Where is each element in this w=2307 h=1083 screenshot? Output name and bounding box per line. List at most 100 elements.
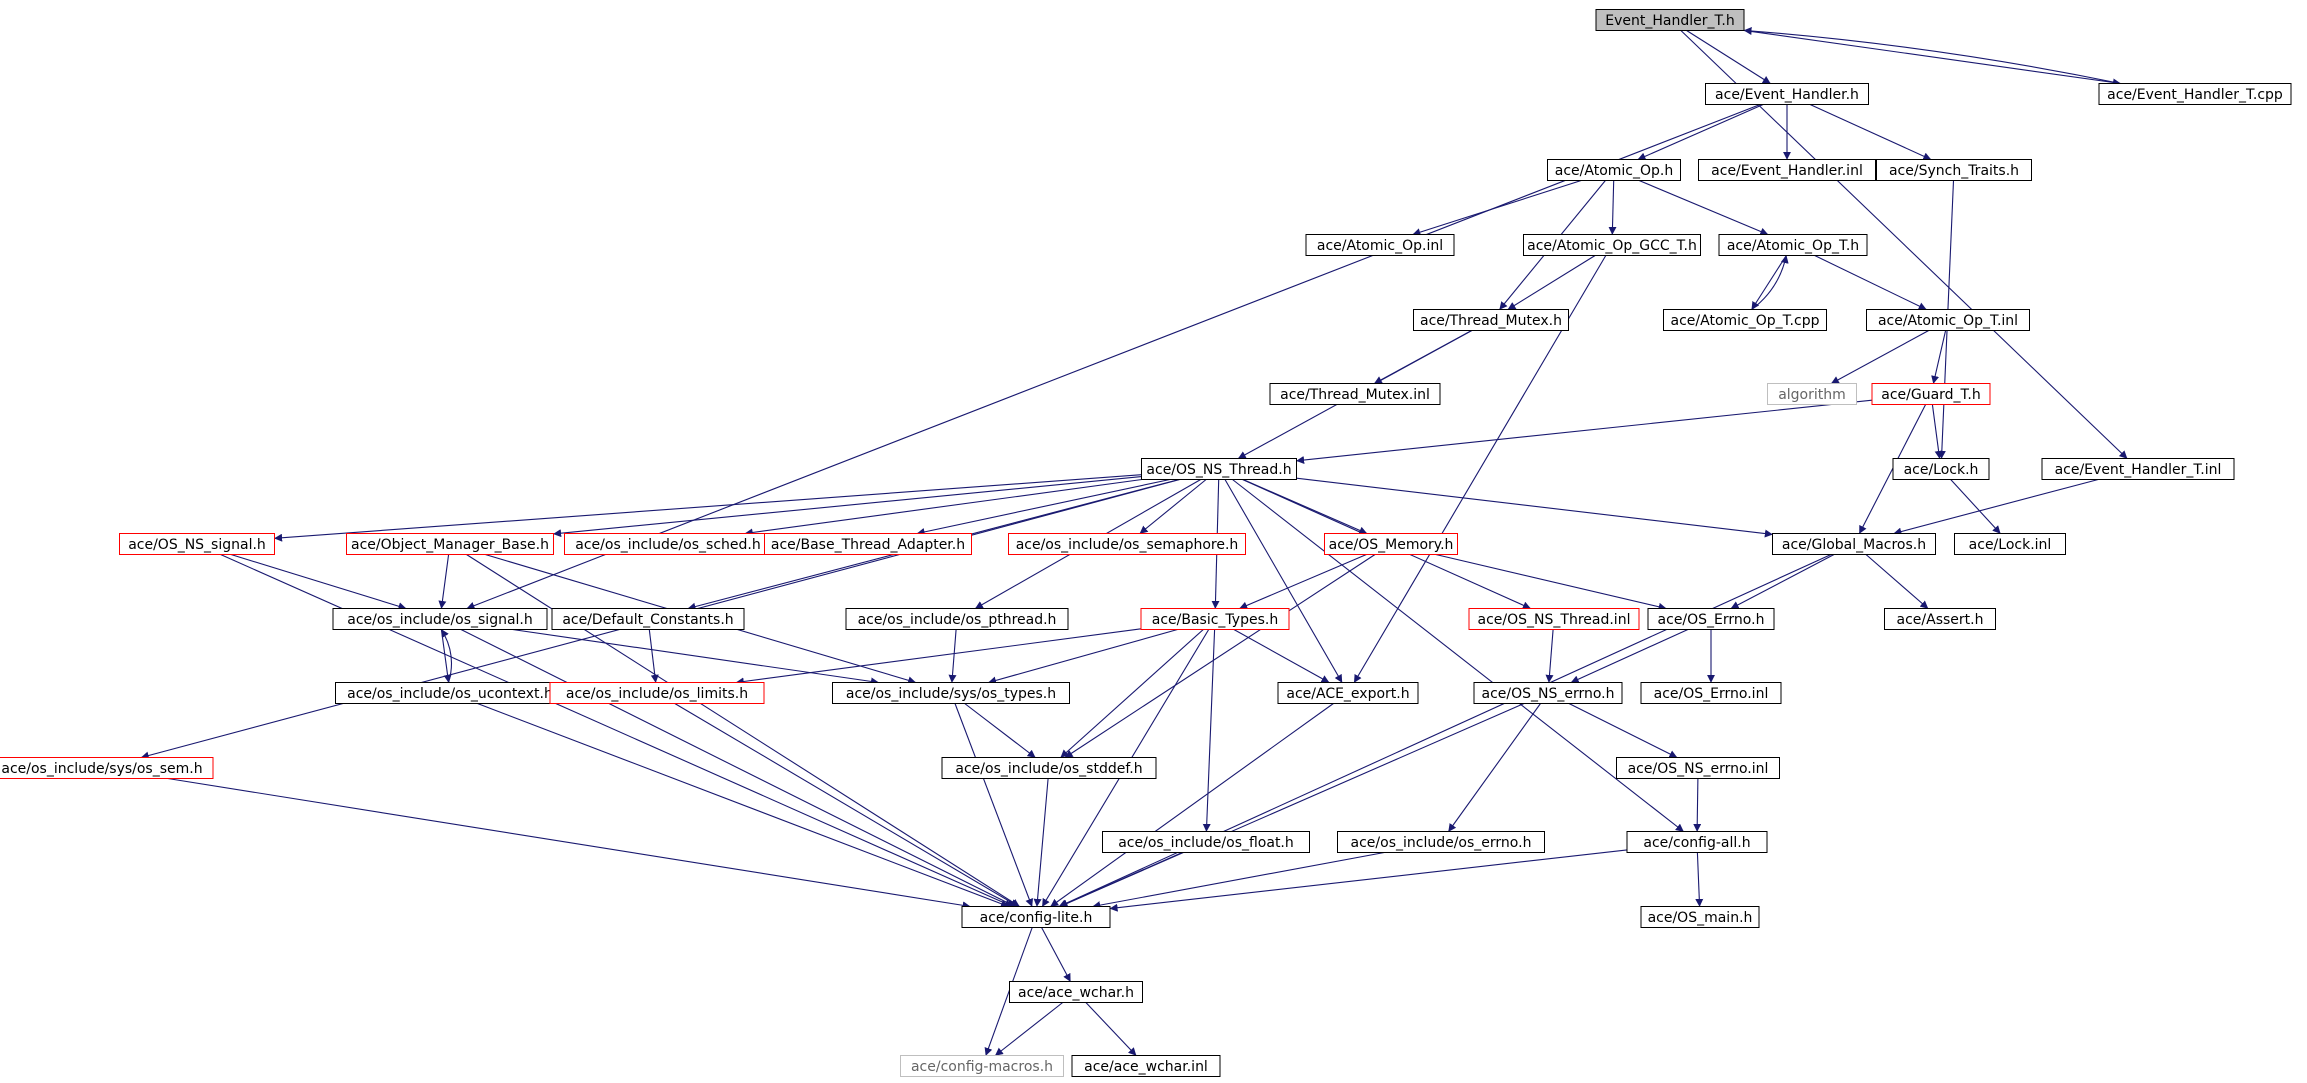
node-label: ace/OS_main.h <box>1648 910 1753 926</box>
dependency-edge-os_ns_errno-to-os_ns_errno_inl <box>1568 703 1678 758</box>
graph-node-root[interactable]: Event_Handler_T.h <box>1595 9 1745 31</box>
node-label: ace/Event_Handler_T.cpp <box>2107 87 2283 103</box>
node-box <box>1626 831 1768 853</box>
graph-node-os-ns-thread-inl[interactable]: ace/OS_NS_Thread.inl <box>1468 608 1640 630</box>
dependency-edge-os_errno_h-to-os_ns_errno <box>1570 628 1689 684</box>
graph-node-os-sem[interactable]: ace/os_include/sys/os_sem.h <box>0 757 214 779</box>
graph-node-os-main[interactable]: ace/OS_main.h <box>1640 906 1760 928</box>
node-box <box>1468 608 1640 630</box>
dependency-edge-omb-to-os_signal <box>438 554 450 609</box>
node-label: ace/os_include/os_ucontext.h <box>347 686 553 702</box>
graph-node-os-memory[interactable]: ace/OS_Memory.h <box>1324 533 1458 555</box>
node-box <box>549 682 765 704</box>
graph-node-os-ns-thread[interactable]: ace/OS_NS_Thread.h <box>1141 458 1297 480</box>
graph-node-config-lite[interactable]: ace/config-lite.h <box>961 906 1111 928</box>
node-label: ace/Atomic_Op_T.cpp <box>1671 313 1820 329</box>
graph-node-os-signal[interactable]: ace/os_include/os_signal.h <box>332 608 548 630</box>
dependency-edge-os_ns_thread-to-os_ns_signal <box>274 474 1142 542</box>
node-label: ace/Atomic_Op_GCC_T.h <box>1527 238 1697 254</box>
node-box <box>1647 608 1775 630</box>
node-label: ace/ace_wchar.h <box>1018 985 1134 1001</box>
graph-node-lock-inl[interactable]: ace/Lock.inl <box>1954 533 2066 555</box>
graph-node-config-all[interactable]: ace/config-all.h <box>1626 831 1768 853</box>
node-box <box>1277 682 1419 704</box>
node-box <box>1718 234 1868 256</box>
node-box <box>1876 159 2032 181</box>
dependency-edge-os_ucontext-to-os_signal <box>440 629 453 683</box>
dependency-edge-ace_export-to-config_lite <box>1050 703 1334 907</box>
node-box <box>764 533 972 555</box>
graph-node-basic-types[interactable]: ace/Basic_Types.h <box>1140 608 1290 630</box>
graph-node-os-pthread[interactable]: ace/os_include/os_pthread.h <box>845 608 1069 630</box>
node-label: ace/Assert.h <box>1897 612 1984 628</box>
graph-node-ace-wchar[interactable]: ace/ace_wchar.h <box>1009 981 1143 1003</box>
graph-node-os-ns-signal[interactable]: ace/OS_NS_signal.h <box>119 533 275 555</box>
graph-node-algorithm[interactable]: algorithm <box>1767 383 1857 405</box>
graph-node-os-limits[interactable]: ace/os_include/os_limits.h <box>549 682 765 704</box>
node-box <box>900 1055 1064 1077</box>
node-box <box>1009 981 1143 1003</box>
graph-node-os-sched[interactable]: ace/os_include/os_sched.h <box>564 533 772 555</box>
graph-node-os-ucontext[interactable]: ace/os_include/os_ucontext.h <box>335 682 565 704</box>
graph-node-atomic-t-inl[interactable]: ace/Atomic_Op_T.inl <box>1866 309 2030 331</box>
node-box <box>1616 757 1780 779</box>
graph-node-default-const[interactable]: ace/Default_Constants.h <box>551 608 745 630</box>
node-box <box>1473 682 1623 704</box>
graph-node-os-stddef[interactable]: ace/os_include/os_stddef.h <box>941 757 1157 779</box>
node-box <box>1663 309 1827 331</box>
graph-node-eh[interactable]: ace/Event_Handler.h <box>1705 83 1869 105</box>
graph-node-atomic-gcc[interactable]: ace/Atomic_Op_GCC_T.h <box>1523 234 1701 256</box>
dependency-edge-atomic_t-to-atomic_t_inl <box>1814 255 1927 310</box>
node-box <box>1871 383 1991 405</box>
graph-node-eh-inl[interactable]: ace/Event_Handler.inl <box>1698 159 1876 181</box>
dependency-edge-eh-to-atomic <box>1637 103 1764 161</box>
node-label: Event_Handler_T.h <box>1605 13 1734 29</box>
graph-node-global-macros[interactable]: ace/Global_Macros.h <box>1772 533 1936 555</box>
graph-node-os-errno-os[interactable]: ace/os_include/os_errno.h <box>1337 831 1545 853</box>
graph-node-assert[interactable]: ace/Assert.h <box>1884 608 1996 630</box>
node-box <box>1884 608 1996 630</box>
node-label: ace/Guard_T.h <box>1881 387 1981 403</box>
graph-node-os-types[interactable]: ace/os_include/sys/os_types.h <box>832 682 1070 704</box>
graph-node-os-float[interactable]: ace/os_include/os_float.h <box>1102 831 1310 853</box>
graph-node-atomic-t[interactable]: ace/Atomic_Op_T.h <box>1718 234 1868 256</box>
node-box <box>1705 83 1869 105</box>
node-label: ace/os_include/sys/os_types.h <box>846 686 1056 702</box>
node-label: ace/os_include/sys/os_sem.h <box>1 761 202 777</box>
graph-node-atomic-inl[interactable]: ace/Atomic_Op.inl <box>1305 234 1455 256</box>
graph-node-atomic-t-cpp[interactable]: ace/Atomic_Op_T.cpp <box>1663 309 1827 331</box>
node-box <box>1337 831 1545 853</box>
dependency-edge-os_memory-to-os_stddef <box>1064 554 1376 758</box>
node-box <box>1008 533 1246 555</box>
node-label: ace/Atomic_Op_T.inl <box>1878 313 2018 329</box>
node-box <box>1698 159 1876 181</box>
node-box <box>1071 1055 1221 1077</box>
graph-node-os-errno-h[interactable]: ace/OS_Errno.h <box>1647 608 1775 630</box>
node-label: ace/os_include/os_errno.h <box>1351 835 1532 851</box>
dependency-edge-os_errno_os-to-config_lite <box>1092 851 1385 910</box>
graph-node-os-semaphore[interactable]: ace/os_include/os_semaphore.h <box>1008 533 1246 555</box>
dependency-edge-os_ns_thread-to-btadapter <box>916 478 1171 536</box>
graph-node-guard[interactable]: ace/Guard_T.h <box>1871 383 1991 405</box>
dependency-edge-os_ns_errno_inl-to-config_all <box>1693 778 1702 832</box>
graph-node-os-errno-inl[interactable]: ace/OS_Errno.inl <box>1640 682 1782 704</box>
graph-node-btadapter[interactable]: ace/Base_Thread_Adapter.h <box>764 533 972 555</box>
node-label: ace/Thread_Mutex.inl <box>1280 387 1430 403</box>
graph-node-eht-cpp[interactable]: ace/Event_Handler_T.cpp <box>2098 83 2292 105</box>
dependency-edge-global_macros-to-config_lite <box>1058 553 1832 908</box>
graph-node-omb[interactable]: ace/Object_Manager_Base.h <box>346 533 554 555</box>
graph-node-thread-mutex[interactable]: ace/Thread_Mutex.h <box>1413 309 1569 331</box>
graph-node-eht-inl[interactable]: ace/Event_Handler_T.inl <box>2041 458 2235 480</box>
graph-node-ace-export[interactable]: ace/ACE_export.h <box>1277 682 1419 704</box>
graph-node-atomic[interactable]: ace/Atomic_Op.h <box>1547 159 1681 181</box>
dependency-edge-basic_types-to-os_stddef <box>1060 629 1204 758</box>
graph-node-os-ns-errno-inl[interactable]: ace/OS_NS_errno.inl <box>1616 757 1780 779</box>
graph-node-synch[interactable]: ace/Synch_Traits.h <box>1876 159 2032 181</box>
graph-node-config-macros[interactable]: ace/config-macros.h <box>900 1055 1064 1077</box>
graph-node-os-ns-errno[interactable]: ace/OS_NS_errno.h <box>1473 682 1623 704</box>
dependency-edge-omb-to-config_lite <box>466 554 1020 907</box>
graph-node-thread-mutex-inl[interactable]: ace/Thread_Mutex.inl <box>1269 383 1441 405</box>
dependency-edge-config_all-to-config_lite <box>1109 849 1628 912</box>
graph-node-lock[interactable]: ace/Lock.h <box>1892 458 1990 480</box>
graph-node-ace-wchar-inl[interactable]: ace/ace_wchar.inl <box>1071 1055 1221 1077</box>
